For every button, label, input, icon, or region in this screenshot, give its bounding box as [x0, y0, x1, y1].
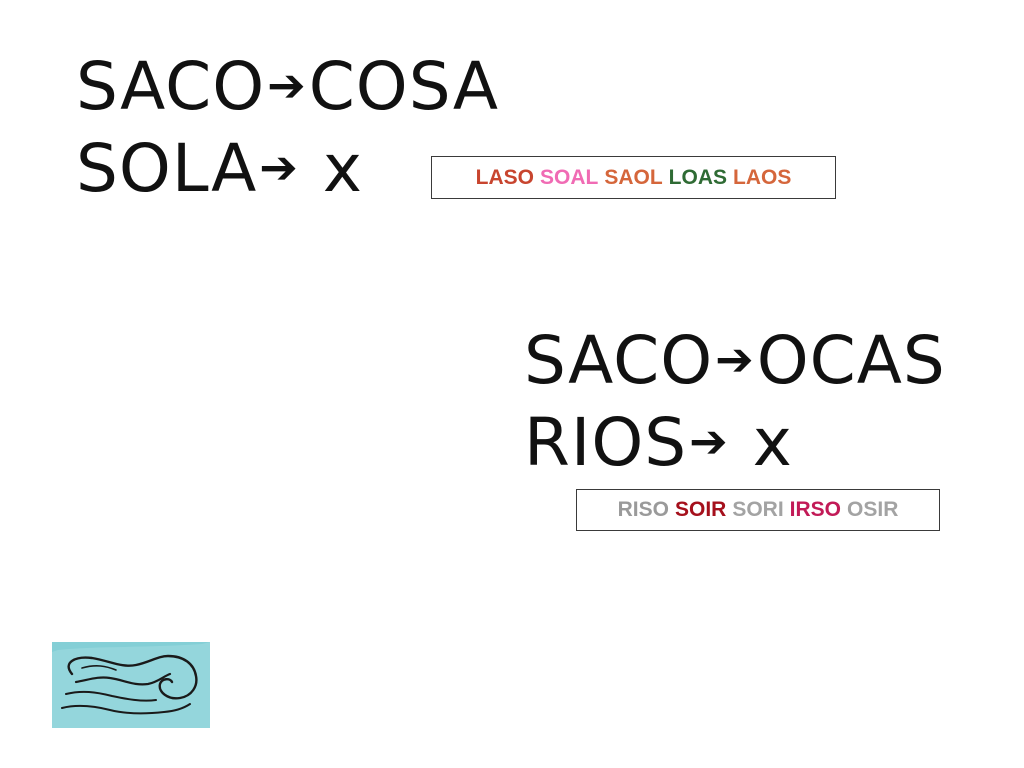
anagram-options-box-2: RISO SOIR SORI IRSO OSIR [576, 489, 940, 531]
word-pair-line-4: RIOS➔ x [524, 410, 793, 476]
anagram-option: SAOL [604, 165, 663, 189]
right-arrow-icon: ➔ [715, 332, 755, 386]
target-word: OCAS [756, 322, 946, 399]
anagram-option: IRSO [789, 498, 842, 521]
anagram-option: LOAS [668, 165, 728, 189]
word-pair-line-3: SACO➔OCAS [524, 328, 946, 394]
anagram-option: SORI [732, 498, 784, 521]
target-word: x [322, 130, 363, 207]
source-word: SACO [524, 322, 714, 399]
anagram-option: SOAL [539, 165, 599, 189]
target-word: COSA [308, 48, 500, 125]
anagram-options-box-1: LASO SOAL SAOL LOAS LAOS [431, 156, 836, 199]
source-word: RIOS [524, 404, 688, 481]
word-pair-line-2: SOLA➔ x [76, 136, 363, 202]
target-word: x [752, 404, 793, 481]
anagram-option: OSIR [847, 498, 899, 521]
wave-icon [52, 642, 210, 728]
source-word: SACO [76, 48, 266, 125]
source-word: SOLA [76, 130, 258, 207]
right-arrow-icon: ➔ [259, 140, 299, 194]
anagram-option: LAOS [733, 165, 792, 189]
anagram-option: SOIR [674, 498, 727, 521]
right-arrow-icon: ➔ [267, 58, 307, 112]
right-arrow-icon: ➔ [689, 414, 729, 468]
anagram-option: LASO [475, 165, 534, 189]
anagram-option: RISO [617, 498, 669, 521]
word-pair-line-1: SACO➔COSA [76, 54, 499, 120]
